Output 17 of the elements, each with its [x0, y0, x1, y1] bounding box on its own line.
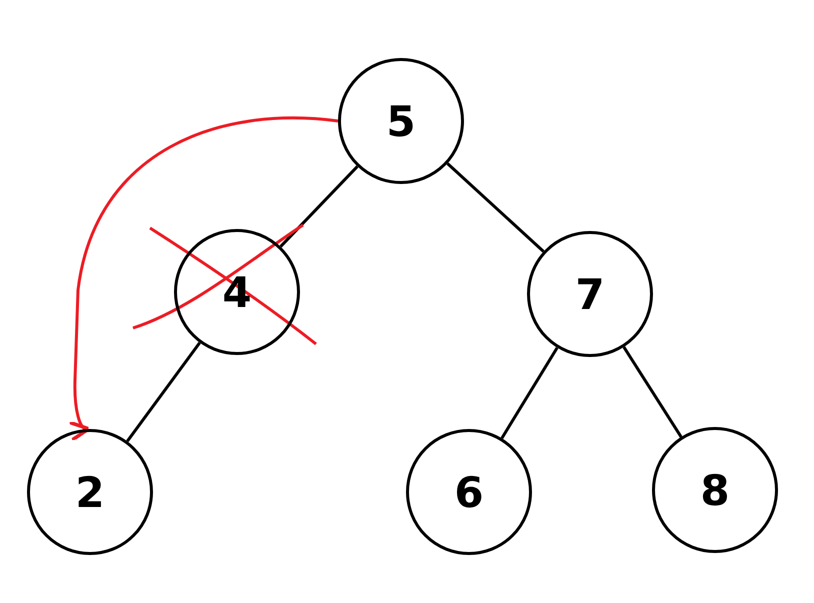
connector-line [500, 346, 558, 440]
tree-node-circle [174, 229, 300, 355]
arrow [68, 116, 338, 438]
tree-node-circle [338, 58, 464, 184]
node-value: 6 [454, 468, 484, 516]
connector-line [280, 165, 358, 248]
tree-node-circle [527, 231, 653, 357]
tree-node-circle [406, 429, 532, 555]
node-value: 5 [386, 96, 416, 146]
tree-node-circle [27, 429, 153, 555]
node-value: 7 [575, 270, 605, 318]
connector-line [622, 346, 682, 438]
tree-node-circle [652, 427, 778, 553]
node-value: 8 [700, 466, 730, 514]
node-value: 2 [75, 468, 105, 516]
connector-line [126, 342, 201, 442]
connector-line [446, 162, 545, 253]
